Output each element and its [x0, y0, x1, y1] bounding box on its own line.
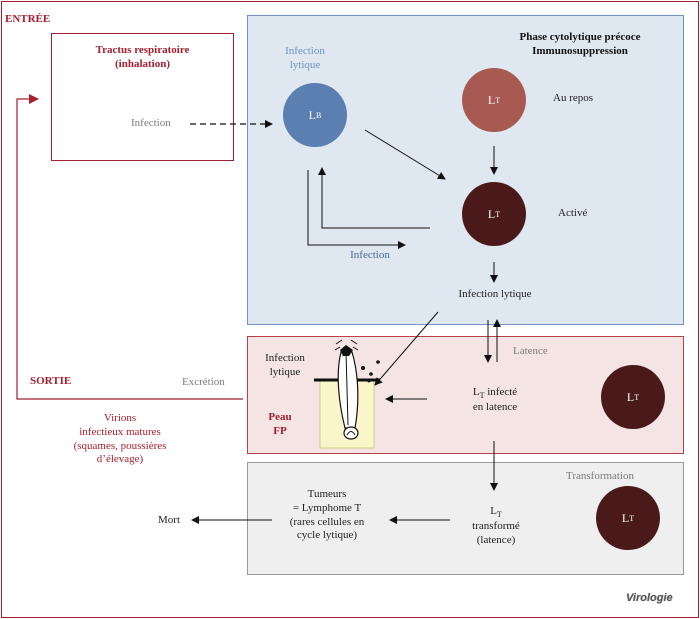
excretion-label: Excrétion: [182, 376, 225, 388]
infection-loop-label: Infection: [350, 249, 390, 261]
entree-label: ENTRÉE: [5, 13, 51, 25]
active-label: Activé: [558, 207, 588, 219]
sortie-cycle-line: [16, 94, 243, 400]
lt-infecte-label: LT infecté en latence: [472, 386, 518, 414]
infection-entry-label: Infection: [131, 117, 171, 129]
lytic-to-skin-arrow: [374, 311, 439, 386]
infection-lytique-skin-label: Infection lytique: [265, 352, 305, 378]
tumeurs-label: Tumeurs = Lymphome T (rares cellules en …: [289, 488, 365, 542]
lb-to-lt-arrow: [364, 129, 446, 180]
peau-fp-label: Peau FP: [268, 411, 292, 437]
tractus-box: [51, 33, 234, 161]
loop-back-line: [318, 167, 430, 229]
virions-label: Virions infectieux matures (squames, pou…: [73, 412, 167, 466]
virologie-logo: Virologie: [626, 592, 673, 604]
phase-title: Phase cytolytique précoce Immunosuppress…: [519, 31, 641, 57]
latence-label: Latence: [513, 345, 548, 357]
tractus-label: Tractus respiratoire (inhalation): [95, 44, 190, 70]
infection-lytique-top-label: Infection lytique: [285, 45, 325, 71]
au-repos-label: Au repos: [553, 92, 594, 104]
mort-label: Mort: [158, 514, 180, 526]
infection-lytique-mid-label: Infection lytique: [458, 288, 532, 300]
feather-follicle-icon: [314, 339, 380, 449]
transformation-label: Transformation: [566, 470, 635, 482]
sortie-label: SORTIE: [30, 375, 72, 387]
loop-out-line: [307, 170, 406, 249]
lt-transforme-label: LT transformé (latence): [472, 505, 520, 546]
